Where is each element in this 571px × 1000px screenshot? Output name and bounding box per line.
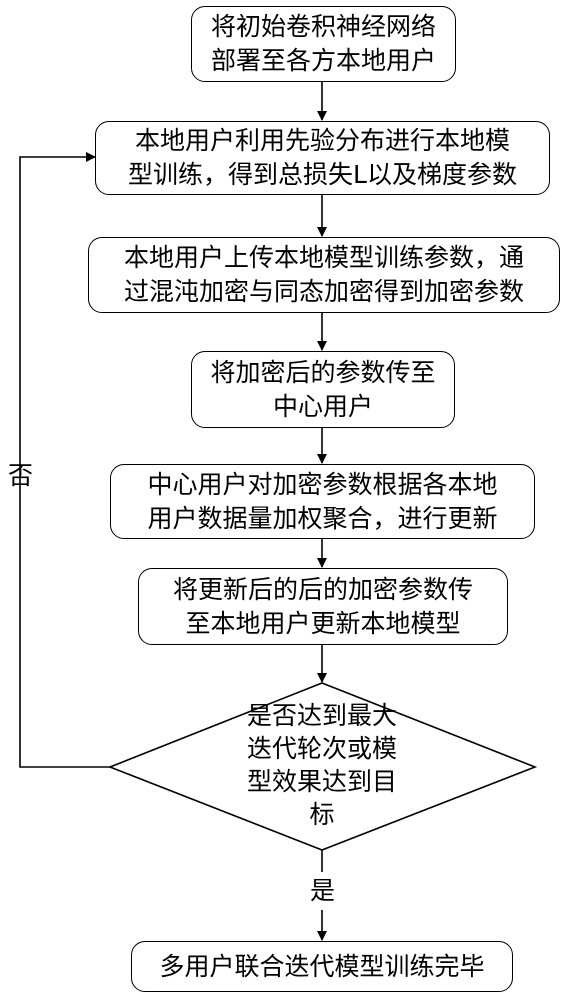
decision-line1: 是否达到最大 [246,701,397,730]
step-local-train-line2: 型训练，得到总损失L以及梯度参数 [128,160,517,189]
step-transfer-center-line2: 中心用户 [272,391,373,421]
step-aggregate-line2: 用户数据量加权聚合，进行更新 [147,503,498,533]
step-distribute-box: 将更新后的后的加密参数传至本地用户更新本地模型 [138,568,508,645]
step-deploy-box: 将初始卷积神经网络部署至各方本地用户 [191,6,456,82]
step-distribute-line1: 将更新后的后的加密参数传 [172,574,473,604]
decision-line4: 标 [309,800,335,829]
step-deploy-line2: 部署至各方本地用户 [210,46,436,75]
step-local-train-box: 本地用户利用先验分布进行本地模型训练，得到总损失L以及梯度参数 [95,121,550,195]
step-upload-encrypt-line1: 本地用户上传本地模型训练参数，通 [123,243,524,272]
step-upload-encrypt-line2: 过混沌加密与同态加密得到加密参数 [123,277,524,306]
final-step-text: 多用户联合迭代模型训练完毕 [159,951,485,981]
step-deploy-line1: 将初始卷积神经网络 [210,12,436,41]
decision-diamond [107,682,538,851]
no-label: 否 [8,461,34,490]
final-step-box: 多用户联合迭代模型训练完毕 [131,941,513,992]
loop-back-arrow [19,152,110,768]
step-aggregate-box: 中心用户对加密参数根据各本地用户数据量加权聚合，进行更新 [110,464,535,539]
step-distribute-line2: 至本地用户更新本地模型 [185,608,461,638]
yes-label: 是 [310,876,336,905]
step-upload-encrypt-box: 本地用户上传本地模型训练参数，通过混沌加密与同态加密得到加密参数 [88,237,560,313]
decision-text: 是否达到最大 迭代轮次或模 型效果达到目 标 [222,699,422,831]
decision-line3: 型效果达到目 [246,767,397,796]
step-local-train-line1: 本地用户利用先验分布进行本地模 [134,126,510,155]
step-aggregate-line1: 中心用户对加密参数根据各本地 [147,469,498,499]
step-transfer-center-box: 将加密后的参数传至中心用户 [191,351,455,428]
step-transfer-center-line1: 将加密后的参数传至 [210,357,436,387]
decision-line2: 迭代轮次或模 [246,734,397,763]
